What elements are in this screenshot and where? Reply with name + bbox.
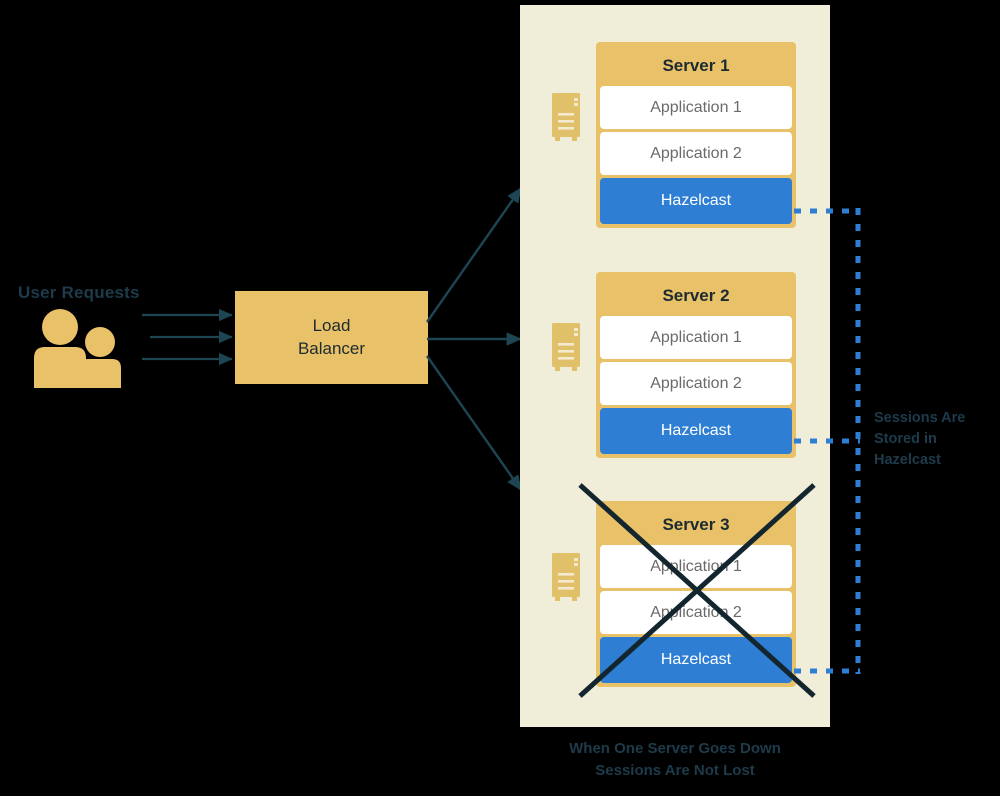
hazelcast-row[interactable]: Hazelcast [600, 408, 792, 454]
application-row[interactable]: Application 1 [600, 86, 792, 129]
bottom-caption-line-1: When One Server Goes Down [569, 740, 781, 757]
server-title: Server 2 [662, 286, 730, 305]
server-title: Server 3 [662, 515, 730, 534]
bottom-caption-line-2: Sessions Are Not Lost [595, 761, 755, 779]
sessions-stored-caption: Sessions Are Stored in Hazelcast [874, 408, 994, 471]
server-title: Server 1 [662, 56, 730, 75]
application-row[interactable]: Application 2 [600, 591, 792, 634]
user-requests-label: User Requests [18, 283, 140, 302]
sessions-caption-line-2: Stored in [874, 431, 937, 448]
application-row[interactable]: Application 2 [600, 132, 792, 175]
load-balancer-node[interactable]: Load Balancer [235, 291, 428, 384]
cluster-panel: Server 1 Application 1 Application 2 Haz… [520, 5, 830, 727]
hazelcast-row[interactable]: Hazelcast [600, 637, 792, 683]
server-rack-icon [552, 553, 580, 601]
hazelcast-row[interactable]: Hazelcast [600, 178, 792, 224]
server-rack-icon [552, 93, 580, 141]
application-row[interactable]: Application 1 [600, 545, 792, 588]
server-card-1[interactable]: Server 1 Application 1 Application 2 Haz… [596, 42, 796, 228]
application-row[interactable]: Application 2 [600, 362, 792, 405]
sessions-caption-line-1: Sessions Are [874, 410, 966, 426]
server-rack-icon [552, 323, 580, 371]
load-balancer-fanout-arrows [426, 187, 522, 491]
session-connector-bracket [794, 208, 861, 674]
application-row[interactable]: Application 1 [600, 316, 792, 359]
load-balancer-line1: Load [312, 315, 351, 335]
users-icon [34, 309, 121, 388]
user-request-arrows [142, 308, 233, 366]
sessions-caption-line-3: Hazelcast [874, 452, 941, 469]
server-card-3[interactable]: Server 3 Application 1 Application 2 Haz… [596, 501, 796, 687]
load-balancer-line2: Balancer [297, 338, 366, 358]
server-card-2[interactable]: Server 2 Application 1 Application 2 Haz… [596, 272, 796, 458]
bottom-caption: When One Server Goes Down Sessions Are N… [520, 738, 830, 782]
